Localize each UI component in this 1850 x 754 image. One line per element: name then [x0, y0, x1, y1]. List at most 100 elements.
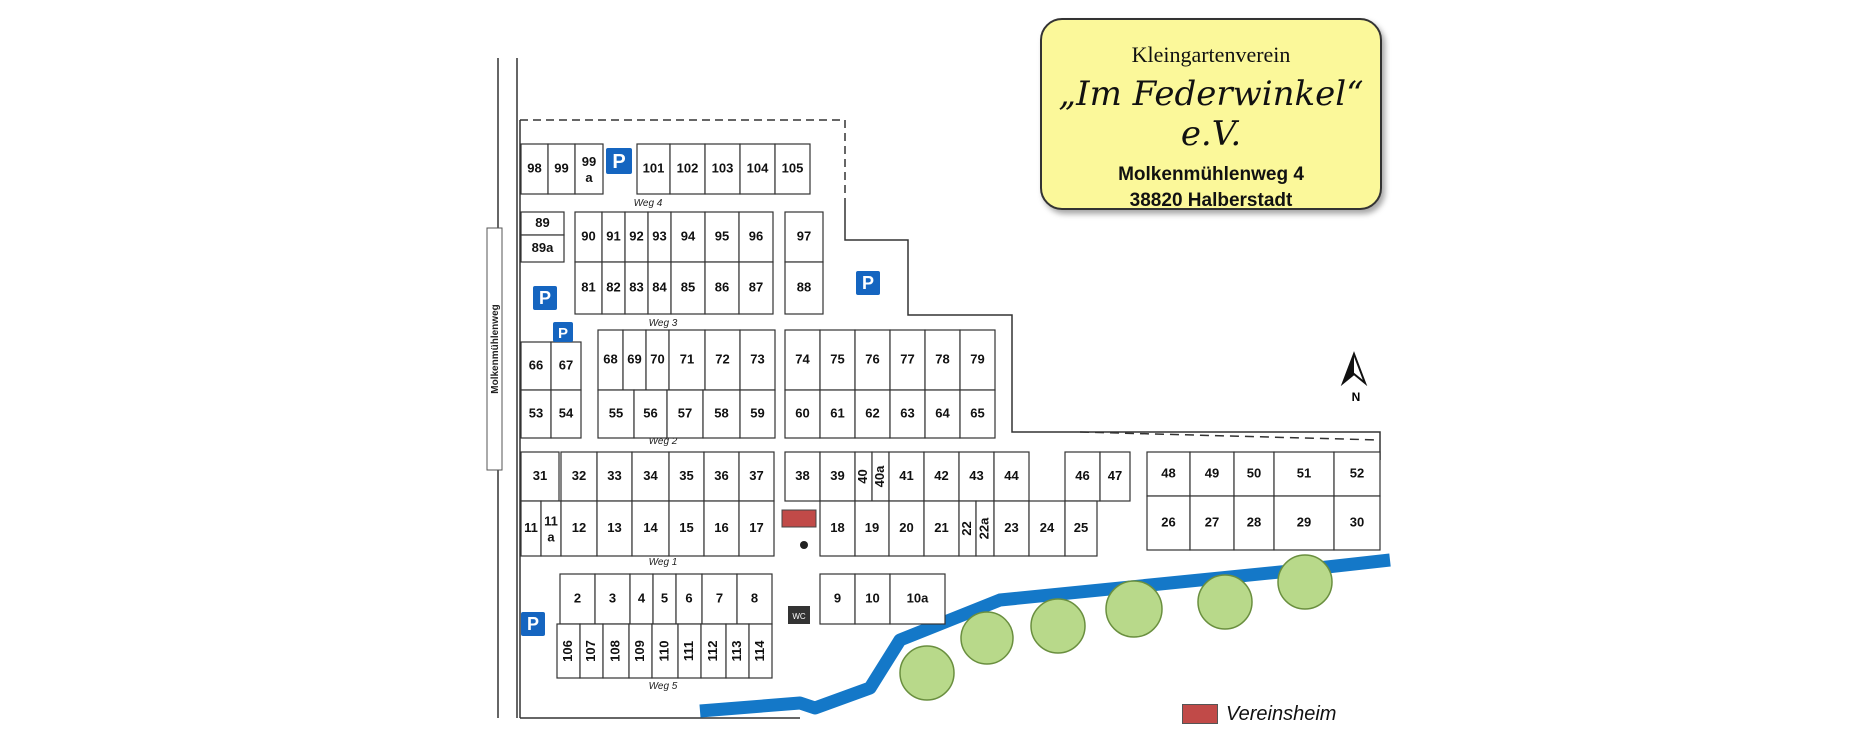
plot-boundary [560, 451, 598, 502]
plot: 76 [854, 329, 891, 391]
plot: 107 [579, 623, 604, 679]
plot-number: 6 [685, 590, 692, 605]
plot-boundary [738, 500, 775, 557]
plot-number: 27 [1205, 514, 1219, 529]
plot-number: 29 [1297, 514, 1311, 529]
plot-number: 114 [752, 640, 767, 662]
plot-number: 98 [527, 160, 541, 175]
plot: 13 [596, 500, 633, 557]
plot-number: 78 [935, 351, 949, 366]
plot-number: 103 [712, 160, 734, 175]
plot: 24 [1028, 500, 1066, 557]
plot-number: 102 [677, 160, 699, 175]
svg-text:P: P [612, 151, 625, 173]
plot-boundary [819, 329, 856, 391]
stream [699, 553, 1391, 718]
plot-boundary [889, 573, 946, 625]
plot: 21 [923, 500, 960, 557]
plot: 114 [748, 623, 773, 679]
path-label-weg-4: Weg 4 [634, 198, 663, 209]
plot-boundary [738, 261, 774, 315]
plot: 57 [666, 389, 704, 439]
plot: 66 [520, 341, 552, 391]
plot-number: 25 [1074, 520, 1088, 535]
plot-number: 97 [797, 228, 811, 243]
plot-boundary [666, 389, 704, 439]
plot: 55 [597, 389, 635, 439]
plot-number: 109 [632, 640, 647, 662]
plot: 46 [1064, 451, 1101, 502]
plot: 93 [647, 211, 672, 263]
plot-number: 20 [899, 520, 913, 535]
plot-boundary [574, 143, 604, 195]
plot-boundary [520, 234, 565, 263]
plot: 41 [888, 451, 925, 502]
plot-number: 35 [679, 468, 693, 483]
plot-number: 47 [1108, 468, 1122, 483]
parking-icon: P [606, 148, 632, 174]
well-icon [800, 541, 808, 549]
plot-number: 88 [797, 279, 811, 294]
plot-number: 28 [1247, 514, 1261, 529]
plot: 99 [547, 143, 576, 195]
plot: 22a [975, 500, 995, 557]
plot-boundary [1233, 495, 1275, 551]
plot-number: 30 [1350, 514, 1364, 529]
plot: 10 [854, 573, 891, 625]
plot-number: 57 [678, 405, 692, 420]
plot: 11 [520, 500, 542, 557]
plot-number: 39 [830, 468, 844, 483]
plot-number: 82 [606, 279, 620, 294]
plot: 38 [784, 451, 821, 502]
plot: 77 [889, 329, 926, 391]
plot-number: 5 [661, 590, 668, 605]
plot: 15 [668, 500, 705, 557]
plot-number: 74 [795, 351, 810, 366]
plot-number: 10 [865, 590, 879, 605]
plot-number: 92 [629, 228, 643, 243]
plot: 84 [647, 261, 672, 315]
plot-boundary [739, 329, 776, 391]
plot-boundary [670, 261, 706, 315]
site-outline [519, 119, 1381, 719]
plot: 108 [602, 623, 630, 679]
plot-boundary [924, 329, 961, 391]
plot-number: 68 [603, 351, 617, 366]
plot-boundary [739, 389, 776, 439]
plot: 67 [550, 341, 582, 391]
plot: 105 [774, 143, 811, 195]
clubhouse-marker [781, 509, 817, 528]
plot-number: 75 [830, 351, 844, 366]
plot-boundary [1099, 451, 1131, 502]
plot-number: 37 [749, 468, 763, 483]
svg-text:P: P [862, 273, 874, 293]
plot: 14 [631, 500, 670, 557]
club-type: Kleingartenverein [1131, 42, 1291, 67]
plot: 12 [560, 500, 598, 557]
plot-number: 72 [715, 351, 729, 366]
plot-number: 13 [607, 520, 621, 535]
plot: 17 [738, 500, 775, 557]
plot-number: 76 [865, 351, 879, 366]
svg-text:P: P [527, 614, 539, 634]
plot-boundary [959, 389, 996, 439]
plot-boundary [854, 389, 891, 439]
svg-text:P: P [539, 288, 551, 308]
plot-number: 12 [572, 520, 586, 535]
plot-number: 94 [681, 228, 696, 243]
plot-number: 93 [652, 228, 666, 243]
plot: 90 [574, 211, 603, 263]
plot-number: 108 [607, 640, 622, 662]
plot: 112 [700, 623, 727, 679]
svg-text:P: P [558, 325, 568, 342]
plot: 30 [1333, 495, 1381, 551]
plot-boundary [602, 623, 630, 679]
plot-number: 71 [680, 351, 694, 366]
plot-boundary [889, 389, 926, 439]
plot-number: 56 [643, 405, 657, 420]
plot-boundary [738, 211, 774, 263]
plot-boundary [1189, 495, 1235, 551]
plot: 37 [738, 451, 775, 502]
plot-number: 59 [750, 405, 764, 420]
